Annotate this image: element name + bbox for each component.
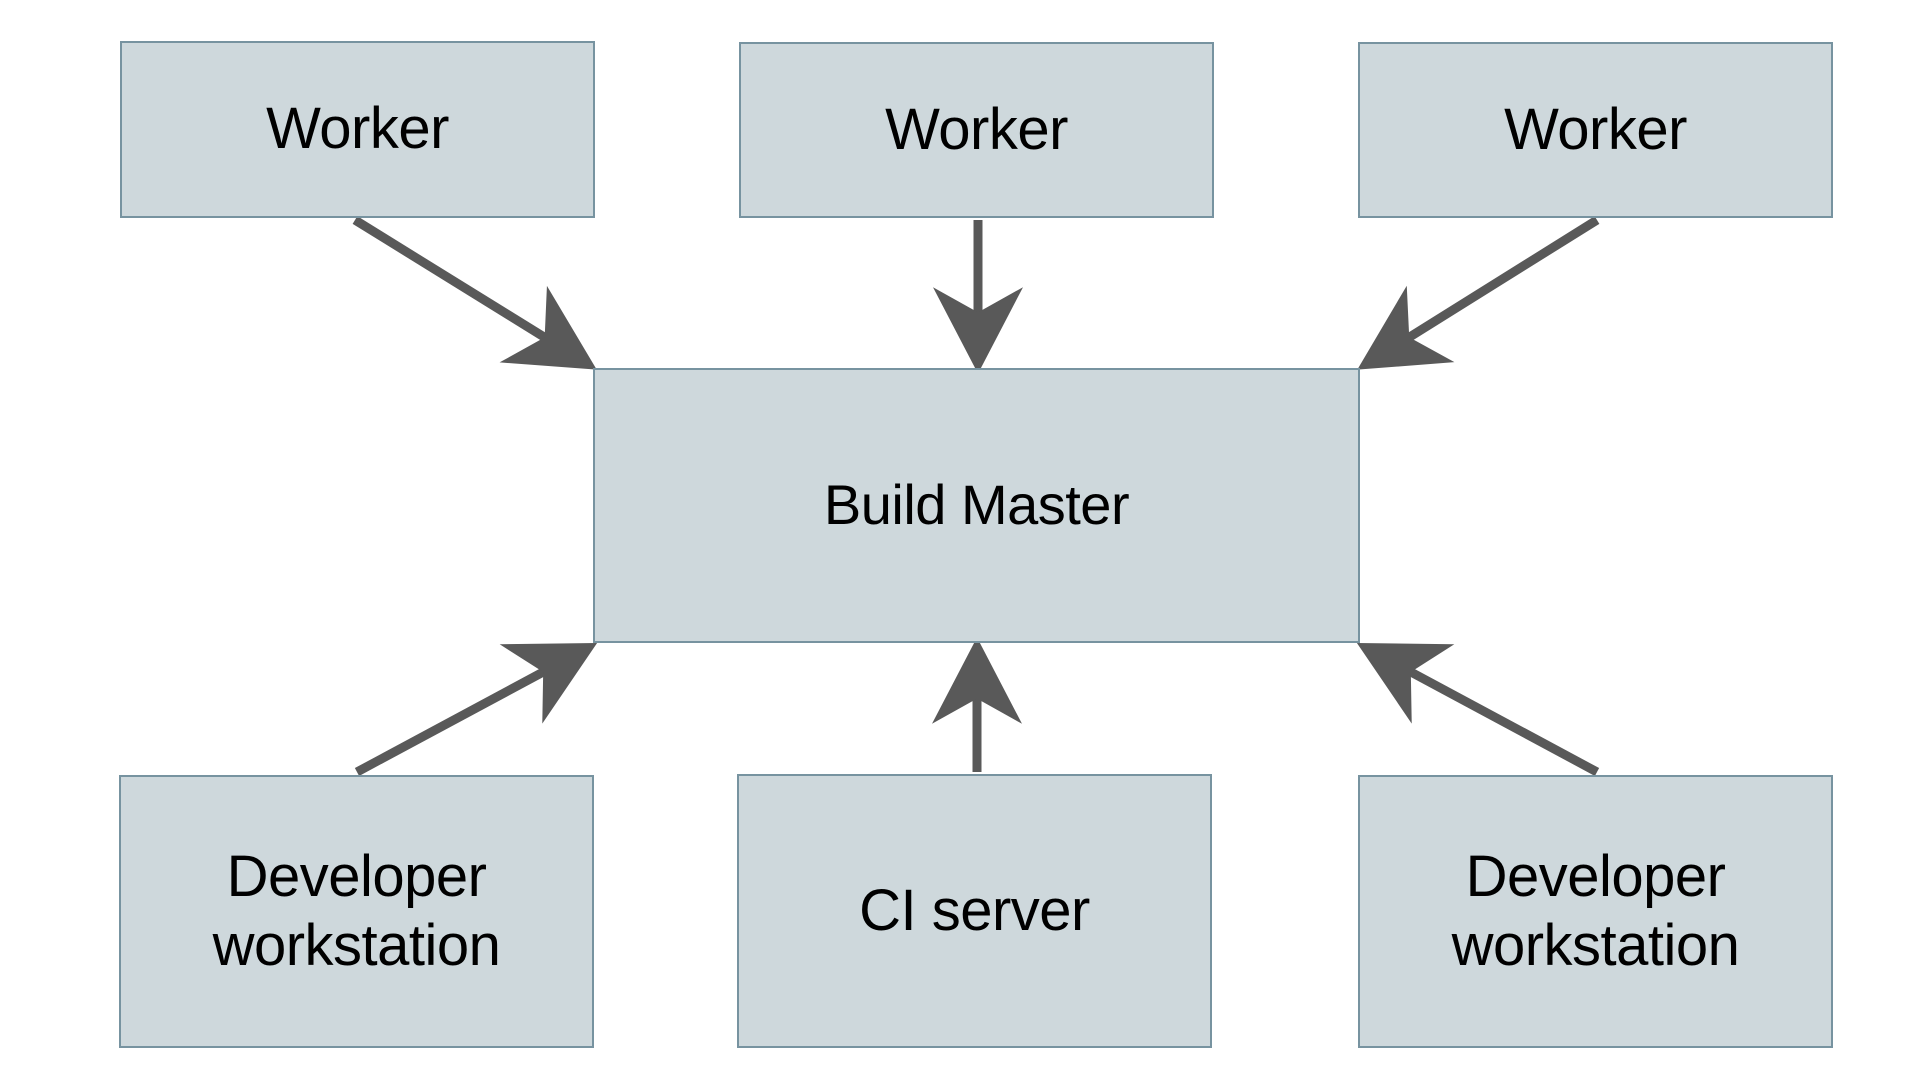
node-worker-1-label: Worker — [266, 96, 449, 162]
node-developer-workstation-left-label: Developer workstation — [212, 844, 501, 978]
node-worker-2[interactable]: Worker — [739, 42, 1214, 218]
edge-worker-1-to-build-master — [352, 216, 597, 370]
node-ci-server[interactable]: CI server — [737, 774, 1212, 1048]
node-developer-workstation-right[interactable]: Developer workstation — [1358, 775, 1833, 1048]
node-developer-workstation-right-label: Developer workstation — [1451, 844, 1740, 978]
edge-worker-3-to-build-master — [1357, 216, 1600, 370]
node-developer-workstation-left[interactable]: Developer workstation — [119, 775, 594, 1048]
node-worker-3[interactable]: Worker — [1358, 42, 1833, 218]
node-worker-2-label: Worker — [885, 96, 1068, 162]
edge-dev-left-to-build-master — [354, 643, 598, 776]
node-build-master-label: Build Master — [823, 473, 1130, 537]
node-worker-1[interactable]: Worker — [120, 41, 595, 218]
node-build-master[interactable]: Build Master — [593, 368, 1360, 643]
edge-dev-right-to-build-master — [1356, 643, 1600, 776]
node-ci-server-label: CI server — [859, 877, 1090, 943]
node-worker-3-label: Worker — [1504, 96, 1687, 162]
